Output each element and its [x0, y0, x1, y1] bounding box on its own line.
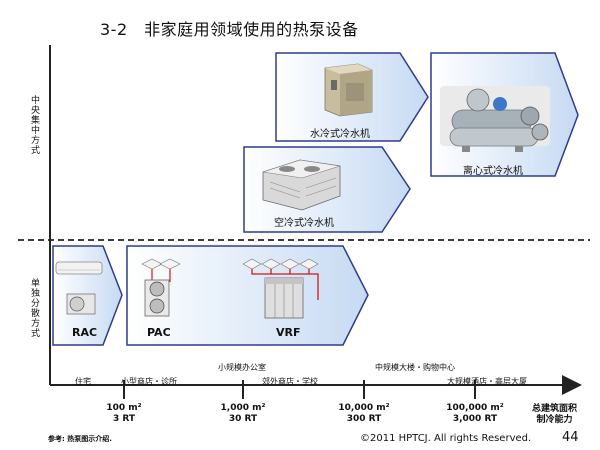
tick-label-10000: 10,000 m² 300 RT: [338, 403, 389, 425]
axis-title-area: 总建筑面积: [532, 404, 578, 414]
tick-rt-3000: 3,000 RT: [452, 414, 498, 424]
page-title: 3-2 非家庭用领域使用的热泵设备: [100, 20, 359, 39]
tick-area-10000: 10,000 m²: [338, 403, 390, 413]
tick-area-100: 100 m²: [106, 403, 142, 413]
vrf-label: VRF: [276, 326, 301, 339]
vrf-cassette-units: [242, 258, 319, 300]
centrifugal-chiller-image: [440, 86, 550, 152]
axis-label-small-office: 小规模办公室: [218, 363, 266, 372]
tick-area-1000: 1,000 m²: [220, 403, 266, 413]
axis-label-small-store: 小型商店・诊所: [121, 377, 177, 386]
water-chiller-image: [324, 63, 373, 117]
axis-label-house: 住宅: [75, 377, 91, 386]
tick-rt-300: 300 RT: [346, 414, 382, 424]
rac-indoor-unit: [55, 261, 103, 275]
axis-title-capacity: 制冷能力: [536, 415, 573, 425]
rac-outdoor-unit: [66, 293, 96, 315]
pac-outdoor-unit: [144, 279, 170, 317]
vrf-outdoor-unit: [264, 277, 304, 319]
pac-label: PAC: [147, 326, 171, 339]
axis-label-mid-building: 中规模大楼・购物中心: [375, 363, 455, 372]
individual-system-label: 单独分散方式: [29, 278, 39, 338]
pac-cassette-units: [141, 258, 181, 282]
tick-rt-30: 30 RT: [228, 414, 258, 424]
axis-label-large-hotel: 大规模酒店・高层大厦: [447, 377, 527, 386]
centrifugal-chiller-label: 离心式冷水机: [463, 166, 523, 177]
tick-label-100: 100 m² 3 RT: [106, 403, 141, 425]
pac-vrf-arrow: [126, 245, 369, 346]
central-system-label: 中央集中方式: [29, 95, 39, 155]
tick-rt-3: 3 RT: [112, 414, 136, 424]
rac-label: RAC: [72, 326, 98, 339]
tick-label-100000: 100,000 m² 3,000 RT: [446, 403, 503, 425]
tick-label-1000: 1,000 m² 30 RT: [221, 403, 266, 425]
water-chiller-label: 水冷式冷水机: [310, 129, 370, 140]
axis-label-suburban-store: 郊外商店・学校: [262, 377, 318, 386]
air-chiller-label: 空冷式冷水机: [274, 218, 334, 229]
air-chiller-image: [262, 159, 341, 211]
tick-area-100000: 100,000 m²: [446, 403, 504, 413]
footnote: 参考: 热泵图示介绍.: [48, 435, 112, 443]
page-number: 44: [562, 430, 579, 445]
copyright: ©2011 HPTCJ. All rights Reserved.: [360, 433, 532, 444]
axis-title: 总建筑面积 制冷能力: [532, 404, 577, 426]
